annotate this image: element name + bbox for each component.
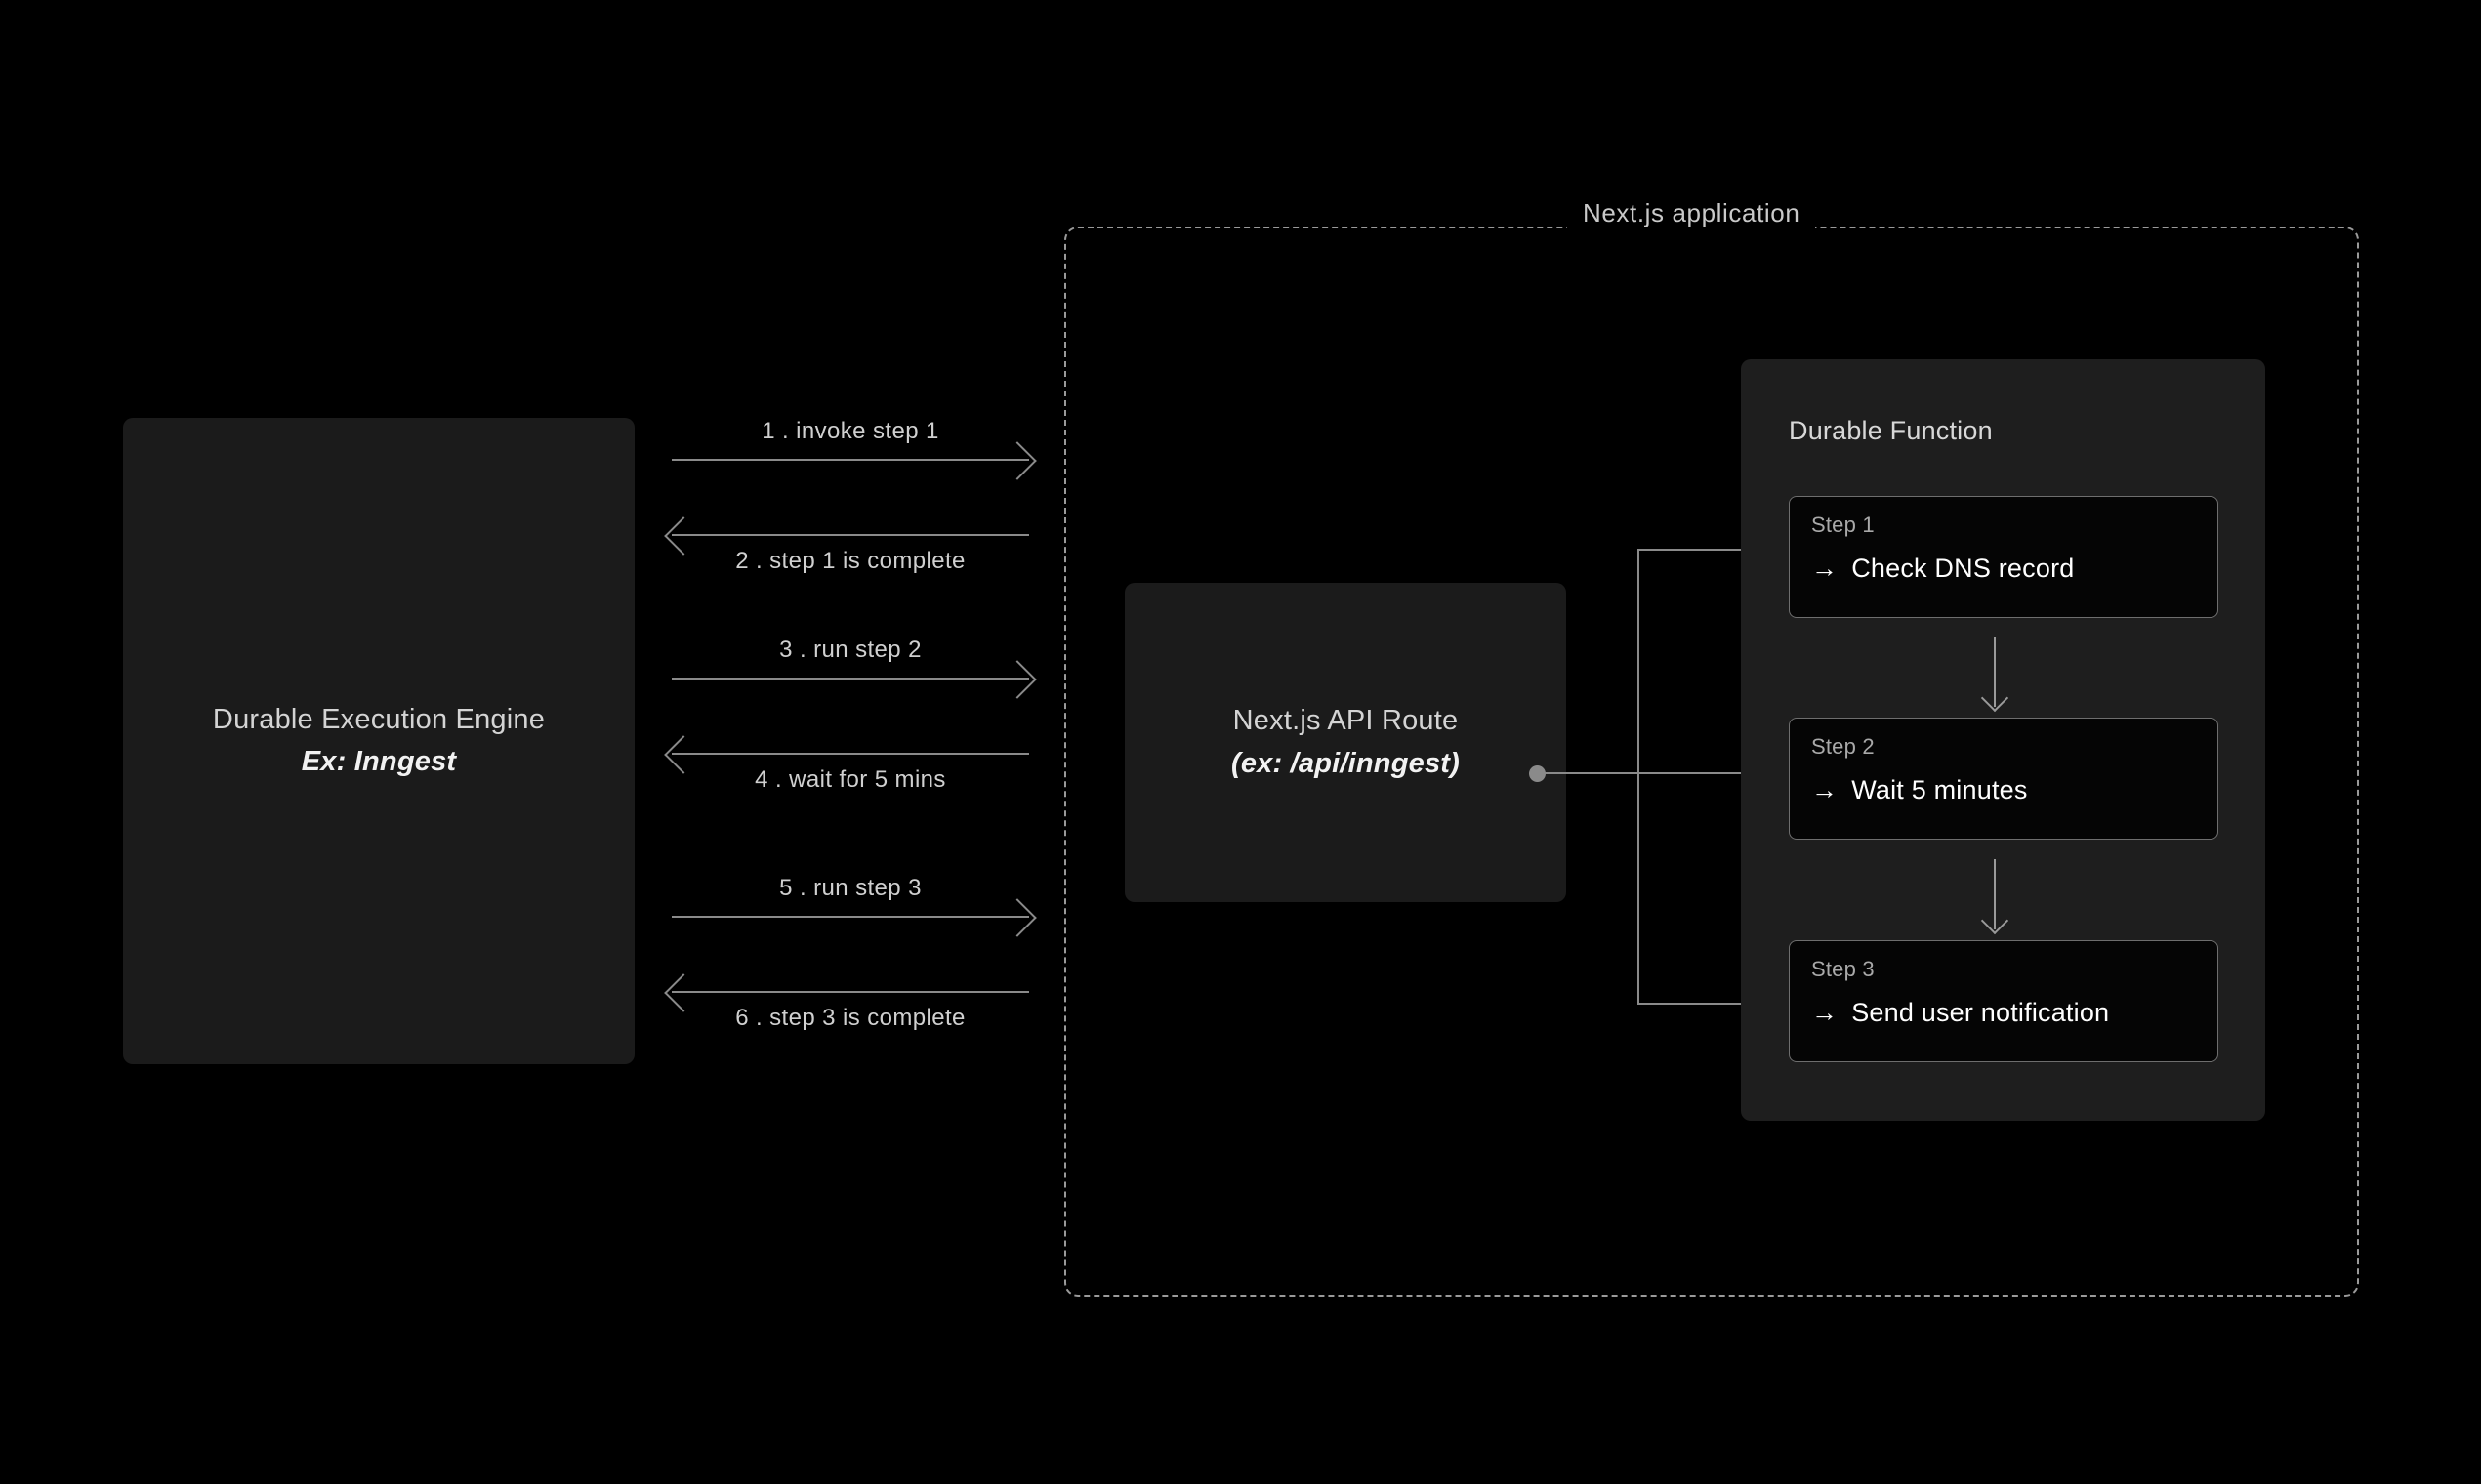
durable-execution-engine-box: Durable Execution Engine Ex: Inngest [123,418,635,1064]
arrow-line [672,459,1029,461]
step-card-1[interactable]: Step 1 → Check DNS record [1789,496,2218,618]
connector-branch-step-3 [1637,1003,1789,1005]
step-3-text-row: → Send user notification [1811,998,2109,1028]
step-2-label: Wait 5 minutes [1851,775,2028,804]
durable-function-title: Durable Function [1789,416,1993,445]
arrow-head-right-icon [998,441,1037,480]
exchange-label-3: 3 . run step 2 [779,637,922,663]
exchange-arrow-5: 5 . run step 3 [672,875,1037,959]
exchange-label-6: 6 . step 3 is complete [735,1005,966,1031]
arrow-line [672,534,1029,536]
step-flow-arrow-2-to-3 [1994,859,1996,929]
exchange-arrow-3: 3 . run step 2 [672,637,1037,721]
exchange-arrow-6: 6 . step 3 is complete [664,950,1029,1034]
step-1-text-row: → Check DNS record [1811,554,2074,584]
step-flow-arrow-1-to-2 [1994,637,1996,707]
engine-subtitle: Ex: Inngest [301,746,457,777]
arrow-head-right-icon [998,898,1037,937]
exchange-arrow-2: 2 . step 1 is complete [664,493,1029,577]
exchange-arrow-1: 1 . invoke step 1 [672,418,1037,502]
nextjs-api-route-box: Next.js API Route (ex: /api/inngest) [1125,583,1566,902]
step-2-kicker: Step 2 [1811,734,1875,759]
arrow-right-icon: → [1811,554,1839,583]
step-1-label: Check DNS record [1851,554,2075,583]
step-1-kicker: Step 1 [1811,513,1875,537]
connector-branch-step-2 [1637,772,1789,774]
step-3-label: Send user notification [1851,998,2110,1027]
arrow-right-icon: → [1811,775,1839,804]
connector-branch-step-1 [1637,549,1789,551]
step-2-text-row: → Wait 5 minutes [1811,775,2028,805]
exchange-arrow-4: 4 . wait for 5 mins [664,712,1029,796]
step-3-kicker: Step 3 [1811,957,1875,981]
exchange-label-1: 1 . invoke step 1 [762,418,939,444]
arrow-right-icon: → [1811,998,1839,1027]
api-route-title: Next.js API Route [1232,705,1459,736]
exchange-label-2: 2 . step 1 is complete [735,548,966,574]
connector-stub-horizontal [1543,772,1638,774]
step-card-2[interactable]: Step 2 → Wait 5 minutes [1789,718,2218,840]
engine-title: Durable Execution Engine [212,703,546,735]
exchange-label-4: 4 . wait for 5 mins [755,766,946,793]
connector-trunk-vertical [1637,549,1639,1005]
arrow-line [672,991,1029,993]
nextjs-application-title: Next.js application [1567,198,1816,228]
arrow-head-right-icon [998,660,1037,699]
step-card-3[interactable]: Step 3 → Send user notification [1789,940,2218,1062]
arrow-line [672,678,1029,680]
exchange-label-5: 5 . run step 3 [779,875,922,901]
api-route-subtitle: (ex: /api/inngest) [1230,747,1460,779]
connector-dot [1529,765,1546,782]
arrow-line [672,753,1029,755]
arrow-line [672,916,1029,918]
